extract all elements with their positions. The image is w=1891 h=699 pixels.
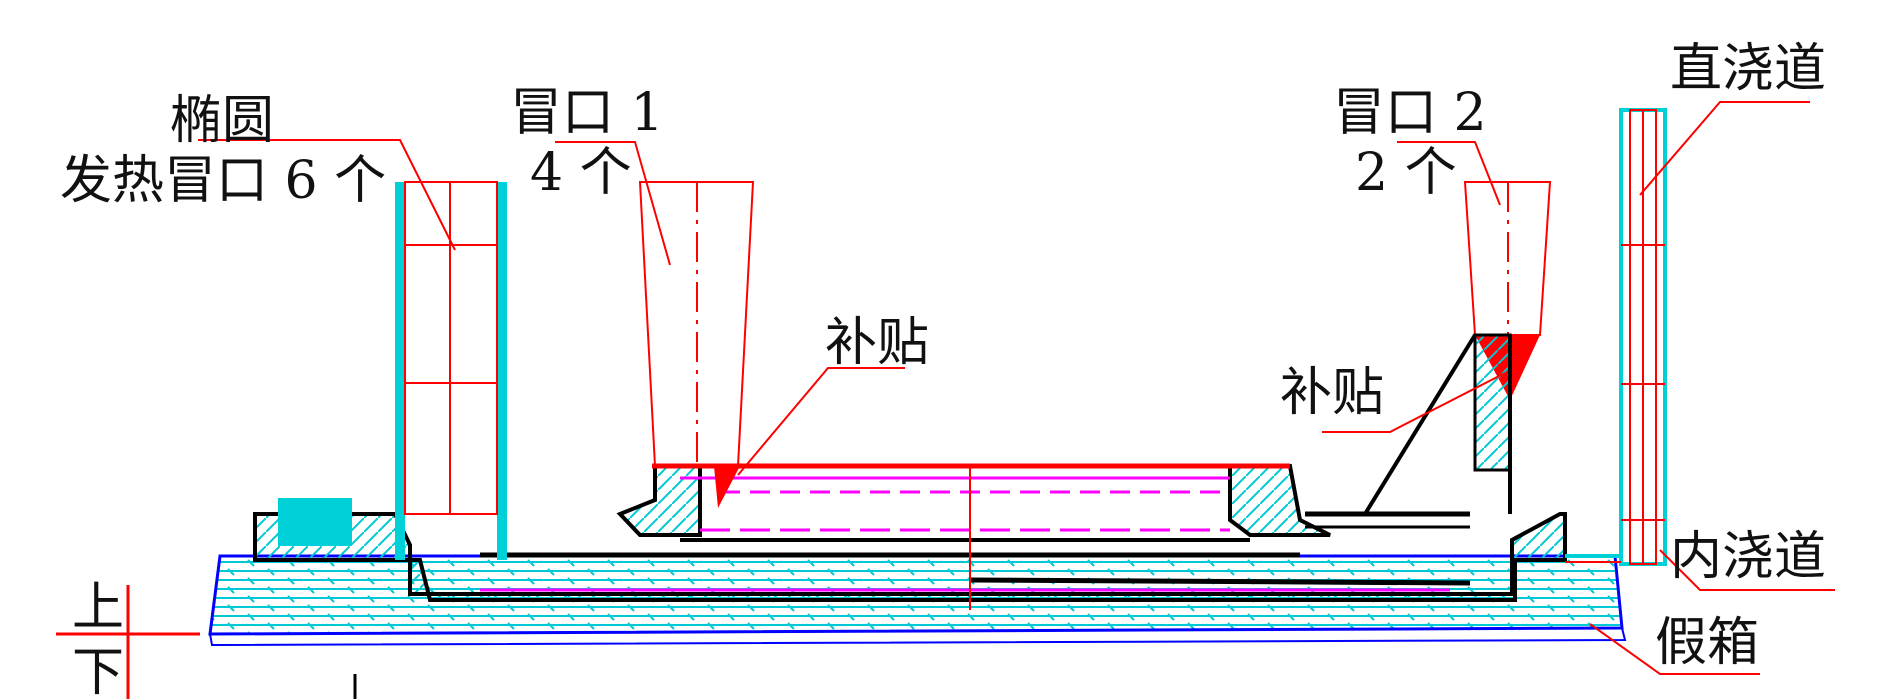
label-sprue: 直浇道 [1670, 39, 1826, 99]
label-pad-left: 补贴 [825, 313, 929, 373]
label-riser-2: 冒口 2 [1333, 83, 1487, 143]
label-riser-1-count: 4 个 [530, 143, 632, 203]
label-lower: 下 [72, 643, 124, 699]
heating-riser [278, 181, 507, 560]
label-riser-2-count: 2 个 [1355, 143, 1457, 203]
label-upper: 上 [72, 578, 124, 638]
label-heating-riser: 发热冒口 6 个 [60, 151, 386, 211]
label-pad-right: 补贴 [1280, 363, 1384, 423]
riser-2 [1363, 181, 1552, 516]
label-false-box: 假箱 [1655, 613, 1759, 673]
top-plate [480, 463, 1450, 610]
label-ellipse: 椭圆 [170, 91, 274, 151]
parting-line-symbol [56, 585, 357, 699]
ingate [1565, 554, 1621, 563]
label-ingate: 内浇道 [1670, 527, 1826, 587]
leader-lines [198, 101, 1835, 675]
label-riser-1: 冒口 1 [510, 83, 664, 143]
riser-1 [638, 181, 755, 508]
sprue [1619, 108, 1667, 566]
casting-body [253, 464, 1567, 602]
